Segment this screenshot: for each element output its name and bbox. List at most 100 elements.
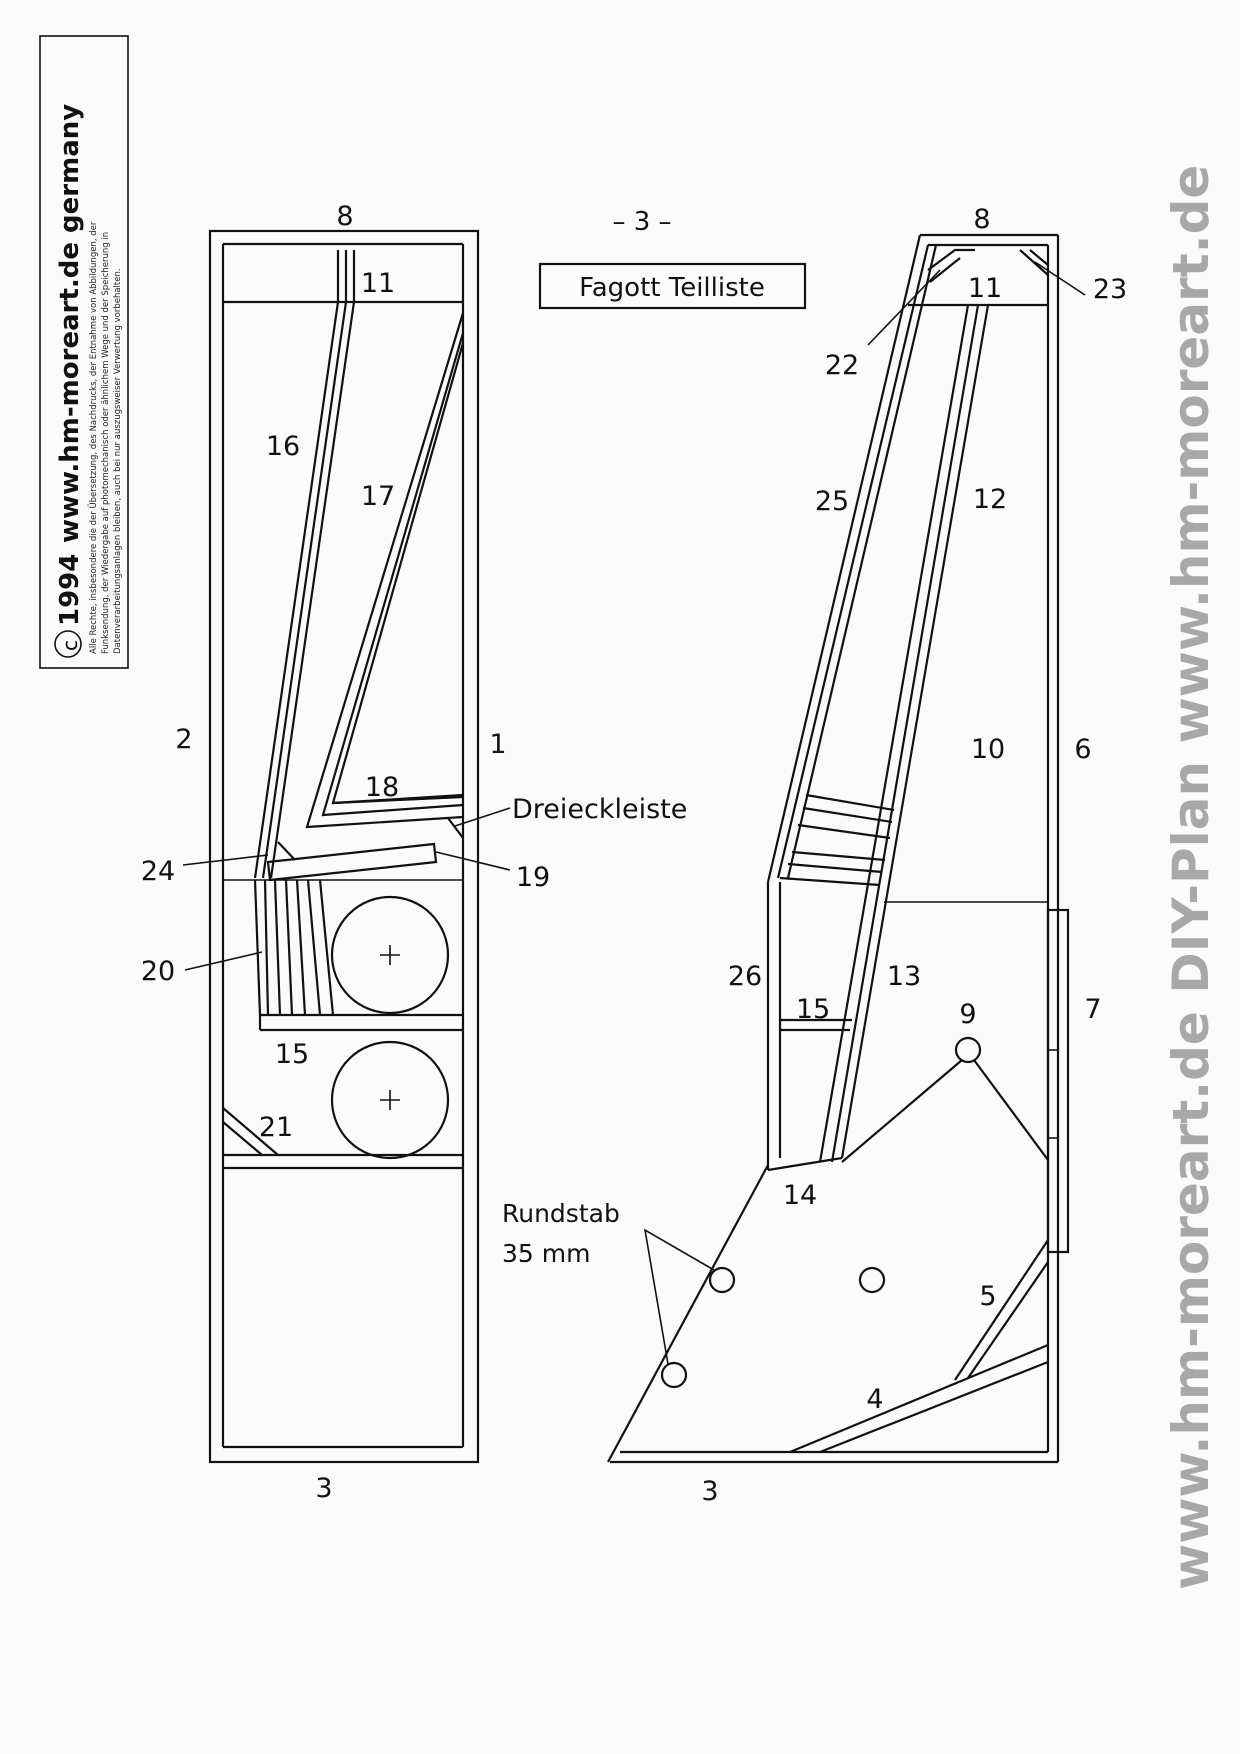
copyright-rights-line-1: Alle Rechte, insbesondere die der Überse… — [88, 221, 99, 654]
left-speaker-upper-center — [380, 945, 400, 965]
left-part-16-b — [261, 250, 348, 879]
right-part-4-a — [789, 1343, 1049, 1454]
left-label-11: 11 — [361, 268, 395, 299]
left-part-17-a — [305, 312, 465, 829]
left-label-2: 2 — [175, 724, 192, 755]
left-part-17-c — [331, 342, 465, 805]
left-outer-wall — [208, 229, 480, 1464]
right-label-rundstab: Rundstab — [502, 1199, 620, 1228]
left-speaker-lower-center — [380, 1090, 400, 1110]
left-part-20-a — [253, 879, 262, 1016]
right-label-9: 9 — [959, 999, 976, 1030]
left-part-21-b — [222, 1121, 263, 1156]
right-leader-23 — [1034, 261, 1086, 296]
left-part-20-e — [295, 879, 307, 1016]
left-dreieckleiste-mark — [447, 817, 464, 839]
left-label-8: 8 — [336, 201, 353, 232]
left-label-15: 15 — [275, 1039, 309, 1070]
right-rod-3 — [660, 1361, 688, 1389]
right-label-13: 13 — [887, 961, 921, 992]
left-label-18: 18 — [365, 772, 399, 803]
right-slat-4 — [791, 850, 886, 862]
left-part-24-leiste — [277, 841, 296, 861]
left-label-20: 20 — [141, 956, 175, 987]
right-slat-2 — [802, 806, 893, 824]
copyright-c-glyph: c — [58, 640, 82, 651]
left-leader-19 — [435, 851, 511, 871]
right-part-25-inner-1 — [776, 244, 930, 879]
right-cabinet-drawing: 8 11 23 22 25 12 10 6 26 13 15 9 7 14 Ru… — [502, 204, 1127, 1507]
right-part-12-b — [830, 304, 980, 1163]
left-part-18 — [332, 795, 464, 805]
left-part-20-g — [318, 879, 335, 1016]
right-part-25-outer — [766, 234, 922, 883]
right-part-12-a — [818, 304, 970, 1163]
right-leader-rundstab — [643, 1228, 715, 1365]
right-slat-1 — [805, 793, 895, 812]
right-label-6: 6 — [1074, 734, 1091, 765]
right-label-22: 22 — [825, 350, 859, 381]
right-part-12-c — [840, 304, 990, 1159]
left-part-19 — [266, 842, 438, 882]
left-part-20-c — [273, 879, 282, 1016]
right-part-14 — [767, 1156, 843, 1172]
left-label-24: 24 — [141, 856, 175, 887]
left-leader-24 — [182, 854, 269, 866]
right-label-8: 8 — [973, 204, 990, 235]
left-part-20-b — [263, 879, 270, 1016]
right-rod-2 — [858, 1266, 886, 1294]
right-label-4: 4 — [866, 1384, 883, 1415]
copyright-site: www.hm-moreart.de germany — [55, 104, 85, 543]
right-part-25-inner-2 — [786, 244, 938, 879]
right-label-15: 15 — [796, 994, 830, 1025]
watermark-text: www.hm-moreart.de DIY-Plan www.hm-morear… — [1162, 165, 1220, 1590]
copyright-rights-line-2: Funksendung, der Wiedergabe auf photomec… — [101, 232, 111, 654]
page-number: – 3 – — [612, 207, 671, 237]
copyright-box — [39, 35, 129, 669]
right-leader-22 — [867, 269, 941, 346]
left-label-1: 1 — [489, 729, 506, 760]
copyright-icon — [54, 630, 82, 658]
right-label-5: 5 — [979, 1281, 996, 1312]
right-label-3: 3 — [701, 1476, 718, 1507]
watermark: www.hm-moreart.de DIY-Plan www.hm-morear… — [1162, 165, 1220, 1590]
left-part-20-f — [306, 879, 322, 1016]
right-part-22-a — [927, 248, 975, 271]
right-part-7 — [1046, 908, 1070, 1254]
left-leader-dreieck — [454, 807, 511, 827]
left-part-21-a — [222, 1107, 279, 1156]
left-leader-20 — [184, 951, 263, 971]
left-speaker-lower — [330, 1040, 450, 1160]
copyright-year: 1994 — [55, 554, 85, 626]
left-label-dreieckleiste: Dreieckleiste — [512, 794, 687, 825]
left-part-16-a — [253, 250, 340, 879]
right-rod-1 — [708, 1266, 736, 1294]
title-box — [538, 262, 807, 310]
right-slat-6 — [779, 876, 881, 887]
right-label-7: 7 — [1084, 994, 1101, 1025]
left-speaker-upper — [330, 895, 450, 1015]
right-part-23-b — [1029, 249, 1049, 266]
right-part-9-brace-right — [973, 1059, 1049, 1161]
left-cabinet-drawing: 8 11 16 17 2 1 18 Dreieckleiste 24 19 20… — [141, 201, 688, 1504]
right-label-12: 12 — [973, 484, 1007, 515]
right-part-22-b — [929, 257, 961, 283]
right-label-rundstab-size: 35 mm — [502, 1239, 590, 1268]
title: Fagott Teilliste — [579, 273, 765, 303]
right-front-slant — [607, 1164, 769, 1463]
left-label-3: 3 — [315, 1473, 332, 1504]
left-label-16: 16 — [266, 431, 300, 462]
right-label-26: 26 — [728, 961, 762, 992]
right-part-23-a — [1019, 249, 1049, 276]
right-part-9-brace-left — [841, 1059, 963, 1163]
left-label-17: 17 — [361, 481, 395, 512]
left-part-20-d — [284, 879, 294, 1016]
right-label-14: 14 — [783, 1180, 817, 1211]
left-part-16-c — [269, 250, 356, 879]
copyright-rights-line-3: Datenverarbeitungsanlagen bleiben, auch … — [113, 268, 123, 654]
right-part-5-a — [954, 1239, 1049, 1381]
left-part-17-b — [321, 332, 465, 817]
right-part-5-b — [967, 1261, 1049, 1379]
left-label-19: 19 — [516, 862, 550, 893]
